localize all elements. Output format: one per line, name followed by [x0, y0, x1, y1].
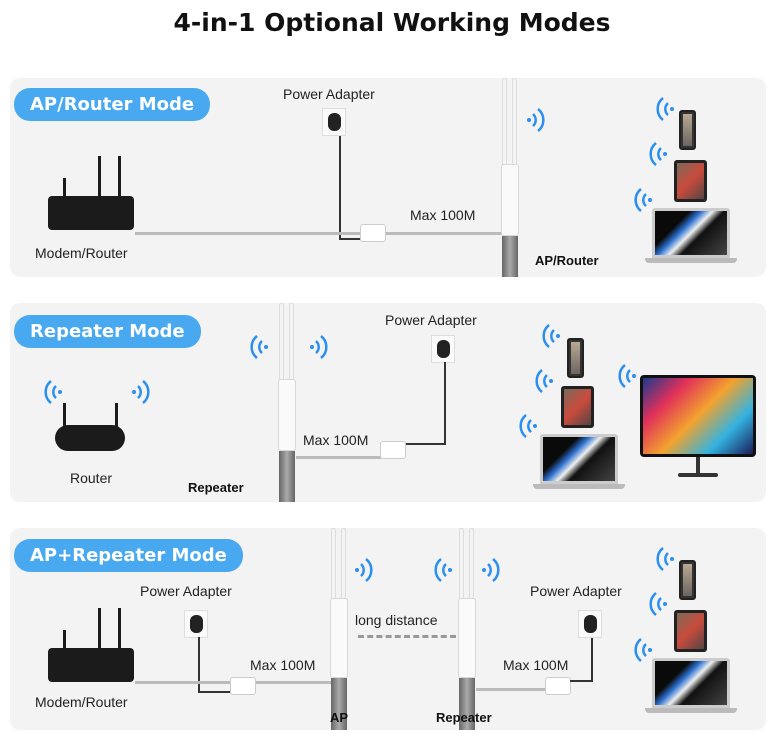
- phone-icon: [567, 338, 584, 378]
- tablet-icon: [561, 386, 594, 428]
- power-adapter-label: Power Adapter: [140, 583, 232, 599]
- router-label: Router: [70, 470, 113, 486]
- repeater-device-icon: [458, 528, 476, 730]
- power-adapter-label: Power Adapter: [530, 583, 622, 599]
- distance-label: Max 100M: [250, 657, 316, 673]
- long-distance-link: [358, 635, 456, 638]
- ethernet-cable: [135, 232, 503, 235]
- power-adapter-label: Power Adapter: [283, 86, 375, 102]
- laptop-icon: [645, 658, 737, 713]
- mode-badge: AP/Router Mode: [14, 88, 211, 121]
- power-cable: [198, 691, 232, 693]
- ap-device-icon: [501, 78, 519, 277]
- power-cable: [339, 136, 341, 240]
- distance-label: Max 100M: [303, 432, 369, 448]
- wifi-signal-icon: [250, 334, 270, 360]
- ap-label: AP: [330, 710, 349, 725]
- power-cable: [198, 637, 200, 693]
- monitor-foot: [678, 473, 718, 477]
- wifi-signal-icon: [525, 107, 545, 133]
- tablet-icon: [674, 610, 707, 652]
- wifi-signal-icon: [618, 363, 638, 389]
- wifi-signal-icon: [434, 557, 454, 583]
- monitor-stand: [696, 457, 700, 475]
- power-adapter-label: Power Adapter: [385, 312, 477, 328]
- page-title: 4-in-1 Optional Working Modes: [173, 8, 611, 37]
- power-adapter-icon: [184, 610, 208, 638]
- poe-injector-icon: [230, 677, 256, 695]
- power-cable: [444, 362, 446, 444]
- poe-injector-icon: [545, 677, 571, 695]
- power-adapter-icon: [578, 610, 602, 638]
- wifi-signal-icon: [535, 368, 555, 394]
- power-cable: [339, 238, 361, 240]
- wifi-signal-icon: [656, 96, 676, 122]
- wifi-signal-icon: [44, 379, 64, 405]
- monitor-icon: [640, 375, 756, 457]
- tablet-icon: [674, 160, 707, 202]
- power-adapter-icon: [322, 108, 346, 136]
- modem-router-icon: [48, 608, 134, 682]
- wifi-signal-icon: [480, 557, 500, 583]
- phone-icon: [679, 110, 696, 150]
- wifi-signal-icon: [308, 334, 328, 360]
- distance-label: Max 100M: [503, 657, 569, 673]
- wifi-signal-icon: [634, 637, 654, 663]
- repeater-label: Repeater: [188, 480, 244, 495]
- power-cable: [404, 443, 446, 445]
- distance-label: Max 100M: [410, 207, 476, 223]
- power-adapter-icon: [431, 335, 455, 363]
- wifi-signal-icon: [649, 591, 669, 617]
- ethernet-cable: [296, 456, 381, 459]
- laptop-icon: [645, 208, 737, 263]
- wifi-signal-icon: [634, 187, 654, 213]
- repeater-device-icon: [278, 303, 296, 502]
- wifi-signal-icon: [519, 413, 539, 439]
- wifi-signal-icon: [130, 379, 150, 405]
- modem-router-icon: [48, 156, 134, 230]
- power-cable: [570, 680, 592, 682]
- wifi-signal-icon: [353, 557, 373, 583]
- modem-router-label: Modem/Router: [35, 245, 128, 261]
- phone-icon: [679, 560, 696, 600]
- laptop-icon: [533, 434, 625, 489]
- long-distance-label: long distance: [355, 612, 438, 628]
- power-cable: [591, 637, 593, 682]
- wifi-signal-icon: [656, 546, 676, 572]
- ap-device-icon: [330, 528, 348, 730]
- poe-injector-icon: [360, 224, 386, 242]
- router-icon: [55, 403, 125, 451]
- modem-router-label: Modem/Router: [35, 694, 128, 710]
- ap-router-label: AP/Router: [535, 253, 599, 268]
- ethernet-cable: [476, 688, 546, 691]
- wifi-signal-icon: [542, 323, 562, 349]
- poe-injector-icon: [380, 441, 406, 459]
- mode-badge: AP+Repeater Mode: [14, 539, 243, 572]
- mode-badge: Repeater Mode: [14, 315, 201, 348]
- wifi-signal-icon: [649, 141, 669, 167]
- repeater-label: Repeater: [436, 710, 492, 725]
